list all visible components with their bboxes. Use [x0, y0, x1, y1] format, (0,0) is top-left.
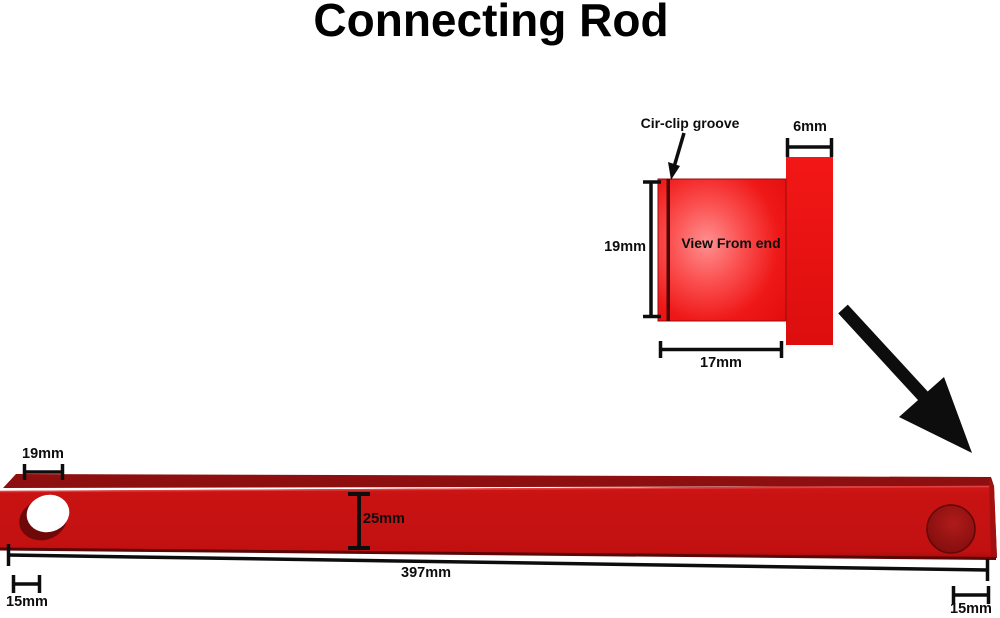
dim-end-diameter	[643, 180, 661, 319]
flange-width-label: 6mm	[793, 119, 827, 135]
rod-left-hole	[19, 494, 70, 541]
circlip-groove-label: Cir-clip groove	[640, 115, 740, 131]
end-view	[643, 132, 972, 453]
rod-right-pin	[926, 504, 976, 554]
dim-rod-depth	[348, 492, 370, 550]
right-end-label: 15mm	[950, 601, 992, 617]
dim-body-length	[658, 341, 784, 358]
view-from-end-label: View From end	[681, 235, 781, 251]
rod-right-face	[989, 478, 997, 558]
rod-top-edge-highlight	[0, 485, 995, 493]
rod-front-face	[0, 485, 997, 558]
circlip-pointer-arrow	[668, 132, 686, 180]
dim-hole-offset	[22, 464, 65, 480]
detail-pointer-arrow	[838, 304, 972, 453]
rod-depth-label: 25mm	[363, 511, 405, 527]
rod-view	[0, 464, 997, 604]
end-view-flange	[786, 157, 833, 345]
rod-length-label: 397mm	[401, 565, 451, 581]
page-title: Connecting Rod	[313, 0, 669, 46]
left-end-label: 15mm	[6, 594, 48, 610]
dim-left-end	[11, 575, 42, 593]
rod-bottom-edge	[0, 547, 997, 560]
rod-top-face	[3, 474, 994, 488]
end-diameter-label: 19mm	[604, 239, 646, 255]
body-length-label: 17mm	[700, 355, 742, 371]
end-view-body	[657, 178, 787, 322]
circlip-groove-line	[666, 179, 670, 321]
dim-right-end	[951, 586, 991, 604]
dim-rod-length	[6, 544, 990, 581]
hole-offset-label: 19mm	[22, 446, 64, 462]
dim-flange-width	[785, 138, 834, 157]
